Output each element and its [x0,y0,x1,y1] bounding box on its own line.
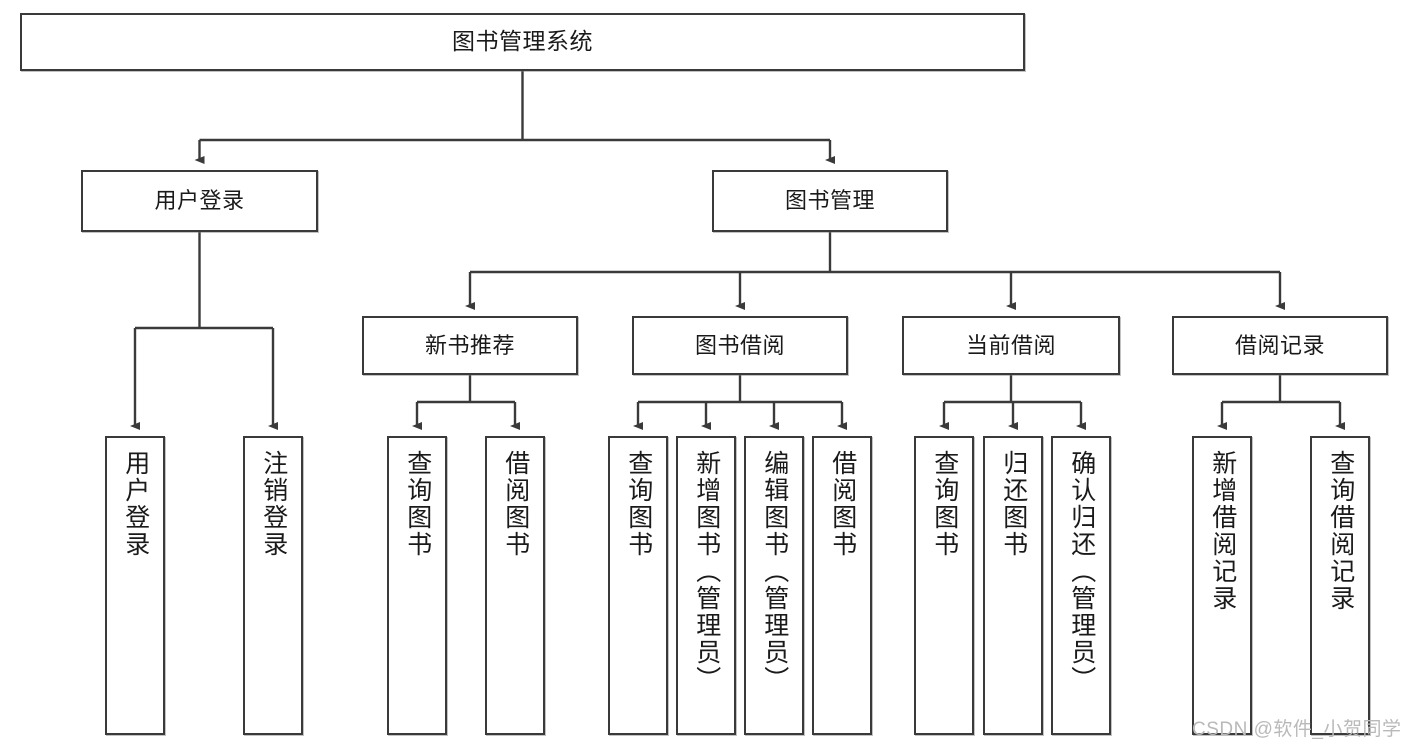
node-label: 编辑图书（管理员） [760,450,789,693]
node-root[interactable]: 图书管理系统 [20,13,1025,71]
node-leaf07[interactable]: 编辑图书（管理员） [744,436,804,735]
node-label: 新增图书（管理员） [692,450,721,693]
node-label: 查询图书 [624,450,653,558]
node-label: 图书借阅 [694,332,785,358]
node-leaf03[interactable]: 查询图书 [387,436,447,735]
node-label: 注销登录 [259,450,288,558]
node-label: 查询图书 [403,450,432,558]
node-leaf05[interactable]: 查询图书 [608,436,668,735]
node-label: 图书管理 [784,188,875,214]
node-leaf06[interactable]: 新增图书（管理员） [676,436,736,735]
node-label: 用户登录 [154,188,245,214]
node-l3c[interactable]: 当前借阅 [902,316,1120,375]
node-label: 借阅记录 [1234,332,1325,358]
node-l3a[interactable]: 新书推荐 [362,316,578,375]
node-leaf04[interactable]: 借阅图书 [485,436,545,735]
node-l2a[interactable]: 用户登录 [81,170,318,232]
node-label: 用户登录 [121,450,150,558]
node-label: 归还图书 [999,450,1028,558]
csdn-watermark: CSDN @软件_小贺同学 [1192,719,1402,740]
node-label: 借阅图书 [501,450,530,558]
node-label: 借阅图书 [828,450,857,558]
node-l2b[interactable]: 图书管理 [712,170,948,232]
node-leaf02[interactable]: 注销登录 [243,436,303,735]
node-leaf11[interactable]: 确认归还（管理员） [1051,436,1111,735]
node-leaf12[interactable]: 新增借阅记录 [1192,436,1252,735]
node-leaf10[interactable]: 归还图书 [983,436,1043,735]
node-label: 新书推荐 [424,332,515,358]
node-l3d[interactable]: 借阅记录 [1172,316,1388,375]
node-l3b[interactable]: 图书借阅 [632,316,848,375]
node-leaf08[interactable]: 借阅图书 [812,436,872,735]
node-label: 当前借阅 [965,332,1056,358]
node-label: 图书管理系统 [452,28,593,55]
node-label: 查询借阅记录 [1326,450,1355,612]
node-label: 新增借阅记录 [1208,450,1237,612]
node-leaf13[interactable]: 查询借阅记录 [1310,436,1370,735]
node-label: 确认归还（管理员） [1067,450,1096,693]
node-leaf09[interactable]: 查询图书 [914,436,974,735]
node-leaf01[interactable]: 用户登录 [105,436,165,735]
node-label: 查询图书 [930,450,959,558]
